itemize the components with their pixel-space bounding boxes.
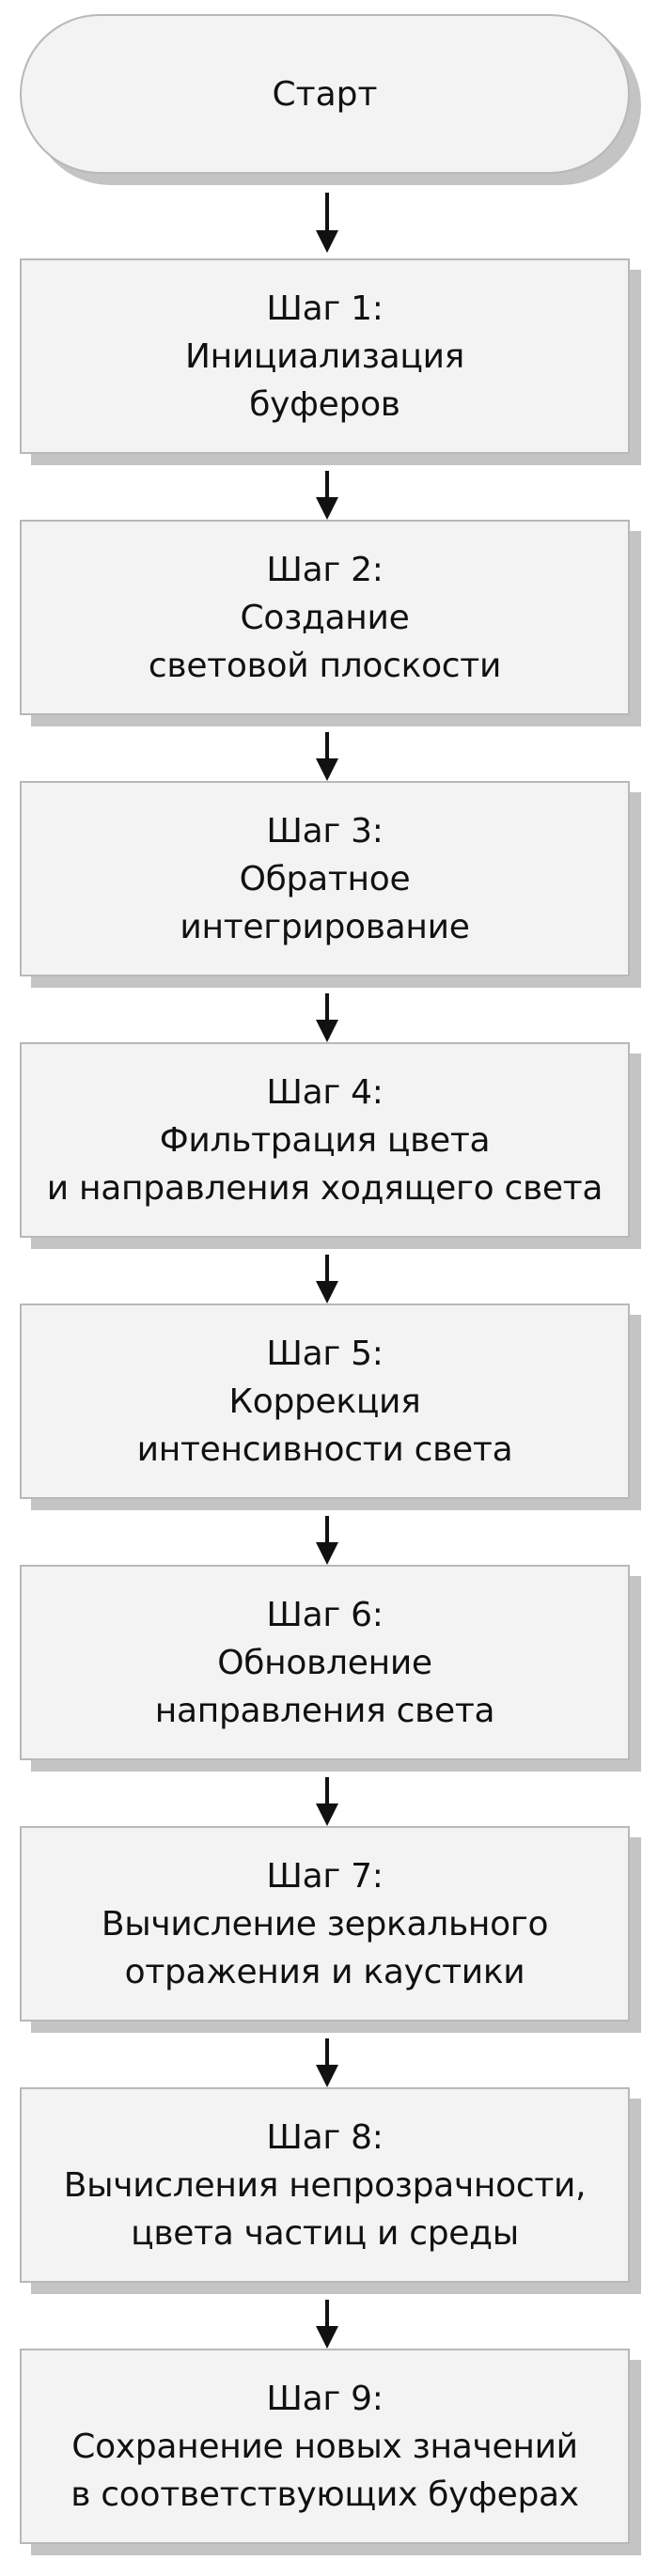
step-5-line-1: Коррекция (228, 1382, 421, 1421)
step-3-node: Шаг 3: Обратное интегрирование (20, 781, 630, 976)
step-9-line-1: Сохранение новых значений (71, 2427, 578, 2466)
step-7-line-1: Вычисление зеркального (101, 1904, 549, 1944)
start-node: Старт (20, 14, 630, 174)
step-9-line-2: в соответствующих буферах (70, 2475, 579, 2514)
step-1-title: Шаг 1: (266, 289, 384, 328)
connector-step-1-step-2 (325, 471, 329, 497)
connector-start-step-1 (325, 193, 329, 230)
arrowhead-step-3-step-4 (316, 1020, 338, 1042)
step-2-node: Шаг 2: Создание световой плоскости (20, 520, 630, 715)
step-1-line-1: Инициализация (184, 336, 465, 376)
arrowhead-step-1-step-2 (316, 497, 338, 520)
connector-step-7-step-8 (325, 2038, 329, 2065)
step-4-line-2: и направления ходящего света (46, 1168, 603, 1208)
arrowhead-step-8-step-9 (316, 2326, 338, 2349)
step-4-line-1: Фильтрация цвета (159, 1120, 491, 1160)
connector-step-4-step-5 (325, 1255, 329, 1281)
step-8-node: Шаг 8: Вычисления непрозрачности, цвета … (20, 2087, 630, 2283)
connector-step-5-step-6 (325, 1516, 329, 1542)
connector-step-8-step-9 (325, 2300, 329, 2326)
arrowhead-step-4-step-5 (316, 1281, 338, 1304)
step-7-line-2: отражения и каустики (124, 1952, 525, 1991)
step-5-title: Шаг 5: (266, 1334, 384, 1373)
step-2-line-1: Создание (240, 598, 410, 637)
step-7-node: Шаг 7: Вычисление зеркального отражения … (20, 1826, 630, 2022)
step-5-line-2: интенсивности света (136, 1429, 513, 1469)
step-4-node: Шаг 4: Фильтрация цвета и направления хо… (20, 1042, 630, 1238)
step-8-line-2: цвета частиц и среды (131, 2213, 519, 2253)
step-6-line-2: направления света (154, 1691, 495, 1730)
step-2-line-2: световой плоскости (148, 646, 502, 685)
step-9-node: Шаг 9: Сохранение новых значений в соотв… (20, 2349, 630, 2544)
step-3-title: Шаг 3: (266, 811, 384, 851)
step-6-node: Шаг 6: Обновление направления света (20, 1565, 630, 1760)
step-9-title: Шаг 9: (266, 2379, 384, 2418)
arrowhead-step-7-step-8 (316, 2065, 338, 2087)
connector-step-6-step-7 (325, 1777, 329, 1803)
step-3-line-2: интегрирование (180, 907, 470, 946)
step-8-line-1: Вычисления непрозрачности, (63, 2165, 587, 2205)
connector-step-3-step-4 (325, 993, 329, 1020)
step-5-node: Шаг 5: Коррекция интенсивности света (20, 1304, 630, 1499)
arrowhead-start-step-1 (316, 230, 338, 253)
step-6-line-1: Обновление (217, 1643, 432, 1682)
step-3-line-1: Обратное (239, 859, 411, 898)
step-8-title: Шаг 8: (266, 2117, 384, 2157)
connector-step-2-step-3 (325, 732, 329, 758)
step-1-node: Шаг 1: Инициализация буферов (20, 258, 630, 454)
arrowhead-step-2-step-3 (316, 758, 338, 781)
step-4-title: Шаг 4: (266, 1072, 384, 1112)
arrowhead-step-6-step-7 (316, 1803, 338, 1826)
arrowhead-step-5-step-6 (316, 1542, 338, 1565)
step-2-title: Шаг 2: (266, 550, 384, 589)
step-6-title: Шаг 6: (266, 1595, 384, 1634)
start-label: Старт (272, 74, 378, 114)
step-1-line-2: буферов (249, 384, 400, 424)
step-7-title: Шаг 7: (266, 1856, 384, 1896)
